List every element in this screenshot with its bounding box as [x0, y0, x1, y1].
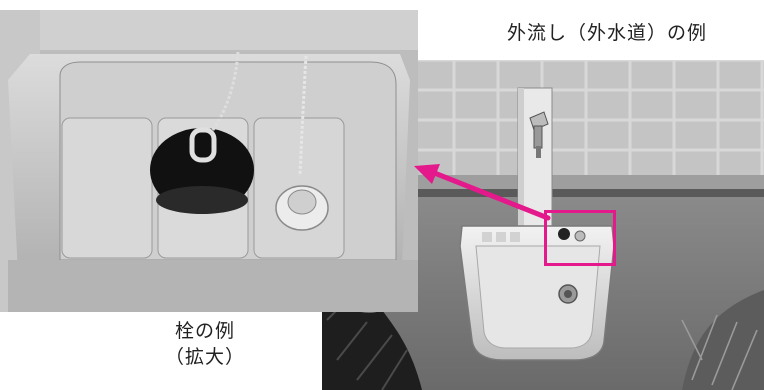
plug-highlight-box [544, 210, 616, 266]
plug-example-caption: 栓の例 （拡大） [105, 318, 305, 370]
plug-example-caption-line2: （拡大） [164, 346, 245, 368]
plug-example-caption-line1: 栓の例 [174, 320, 235, 342]
pointer-arrow-icon [414, 164, 551, 221]
plug-closeup-photo [0, 10, 418, 312]
outdoor-sink-caption: 外流し（外水道）の例 [506, 22, 707, 44]
